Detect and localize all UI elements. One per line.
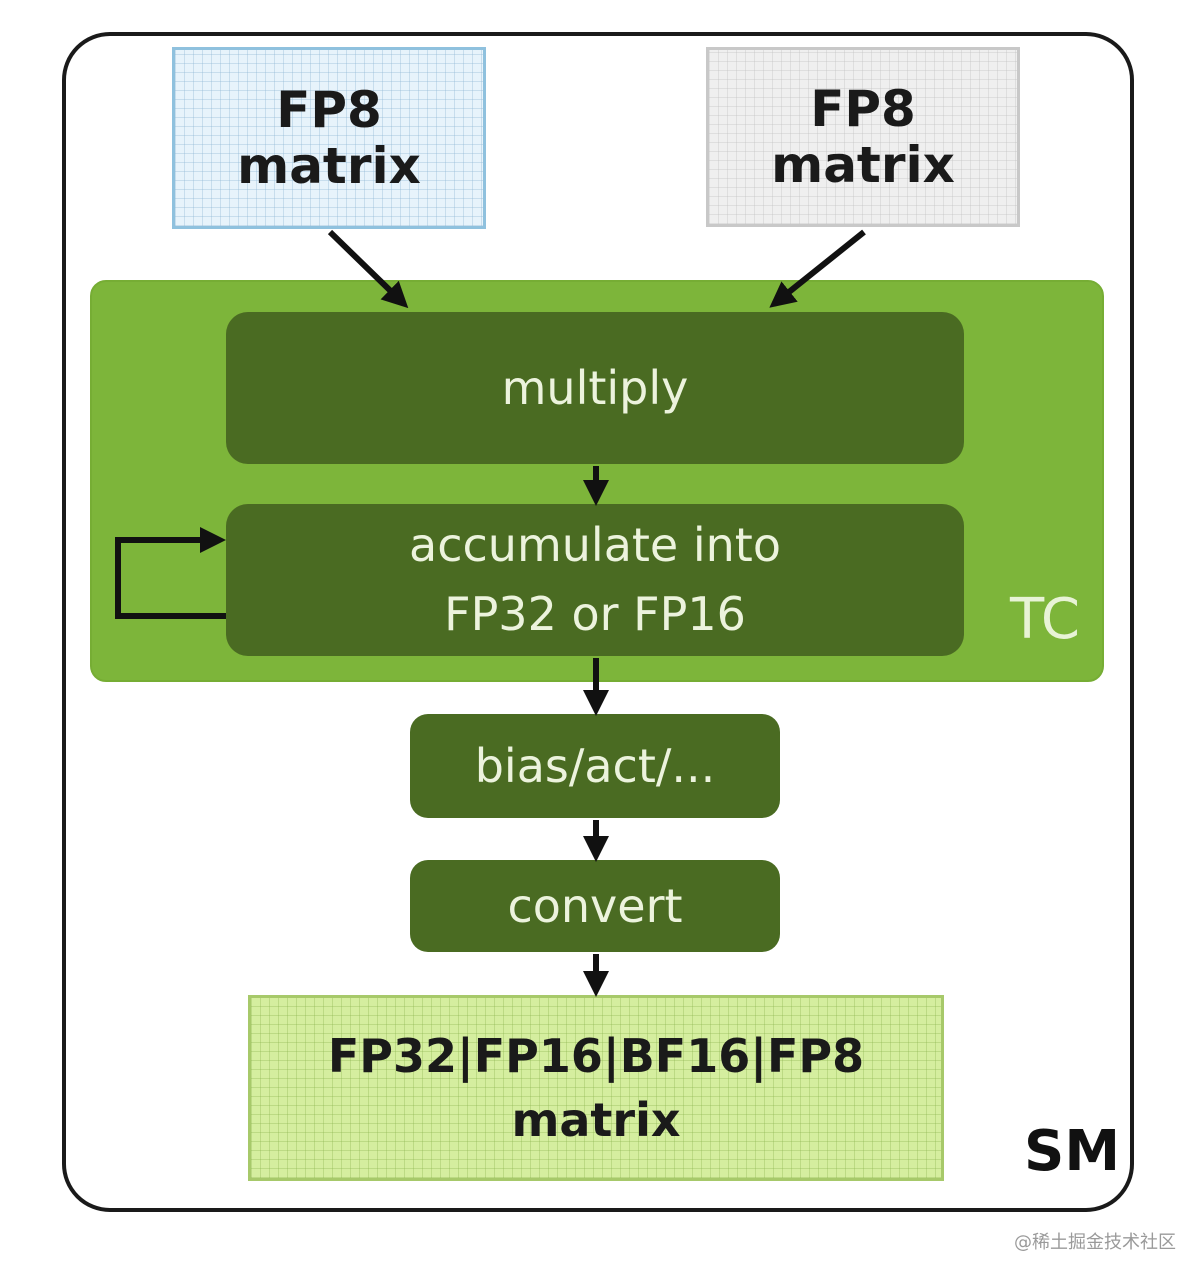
accumulate-box: accumulate into FP32 or FP16 <box>226 504 964 656</box>
input-matrix-b-line1: FP8 <box>810 80 916 138</box>
watermark: @稀土掘金技术社区 <box>1014 1232 1176 1253</box>
multiply-label: multiply <box>501 360 689 415</box>
convert-box: convert <box>410 860 780 952</box>
input-matrix-a-line1: FP8 <box>276 81 382 139</box>
tc-label: TC <box>1010 587 1081 652</box>
input-matrix-b: FP8 matrix <box>706 47 1020 227</box>
output-matrix: FP32|FP16|BF16|FP8 matrix <box>248 995 944 1181</box>
sm-label: SM <box>1024 1119 1121 1184</box>
accumulate-label-line2: FP32 or FP16 <box>444 587 746 641</box>
output-matrix-line1: FP32|FP16|BF16|FP8 <box>327 1028 865 1083</box>
accumulate-label-line1: accumulate into <box>409 518 781 572</box>
output-matrix-line2: matrix <box>511 1093 681 1147</box>
multiply-box: multiply <box>226 312 964 464</box>
convert-label: convert <box>507 878 683 933</box>
bias-act-label: bias/act/... <box>474 738 716 793</box>
input-matrix-a-line2: matrix <box>237 137 421 195</box>
input-matrix-b-line2: matrix <box>771 136 955 194</box>
bias-act-box: bias/act/... <box>410 714 780 818</box>
input-matrix-a: FP8 matrix <box>172 47 486 229</box>
